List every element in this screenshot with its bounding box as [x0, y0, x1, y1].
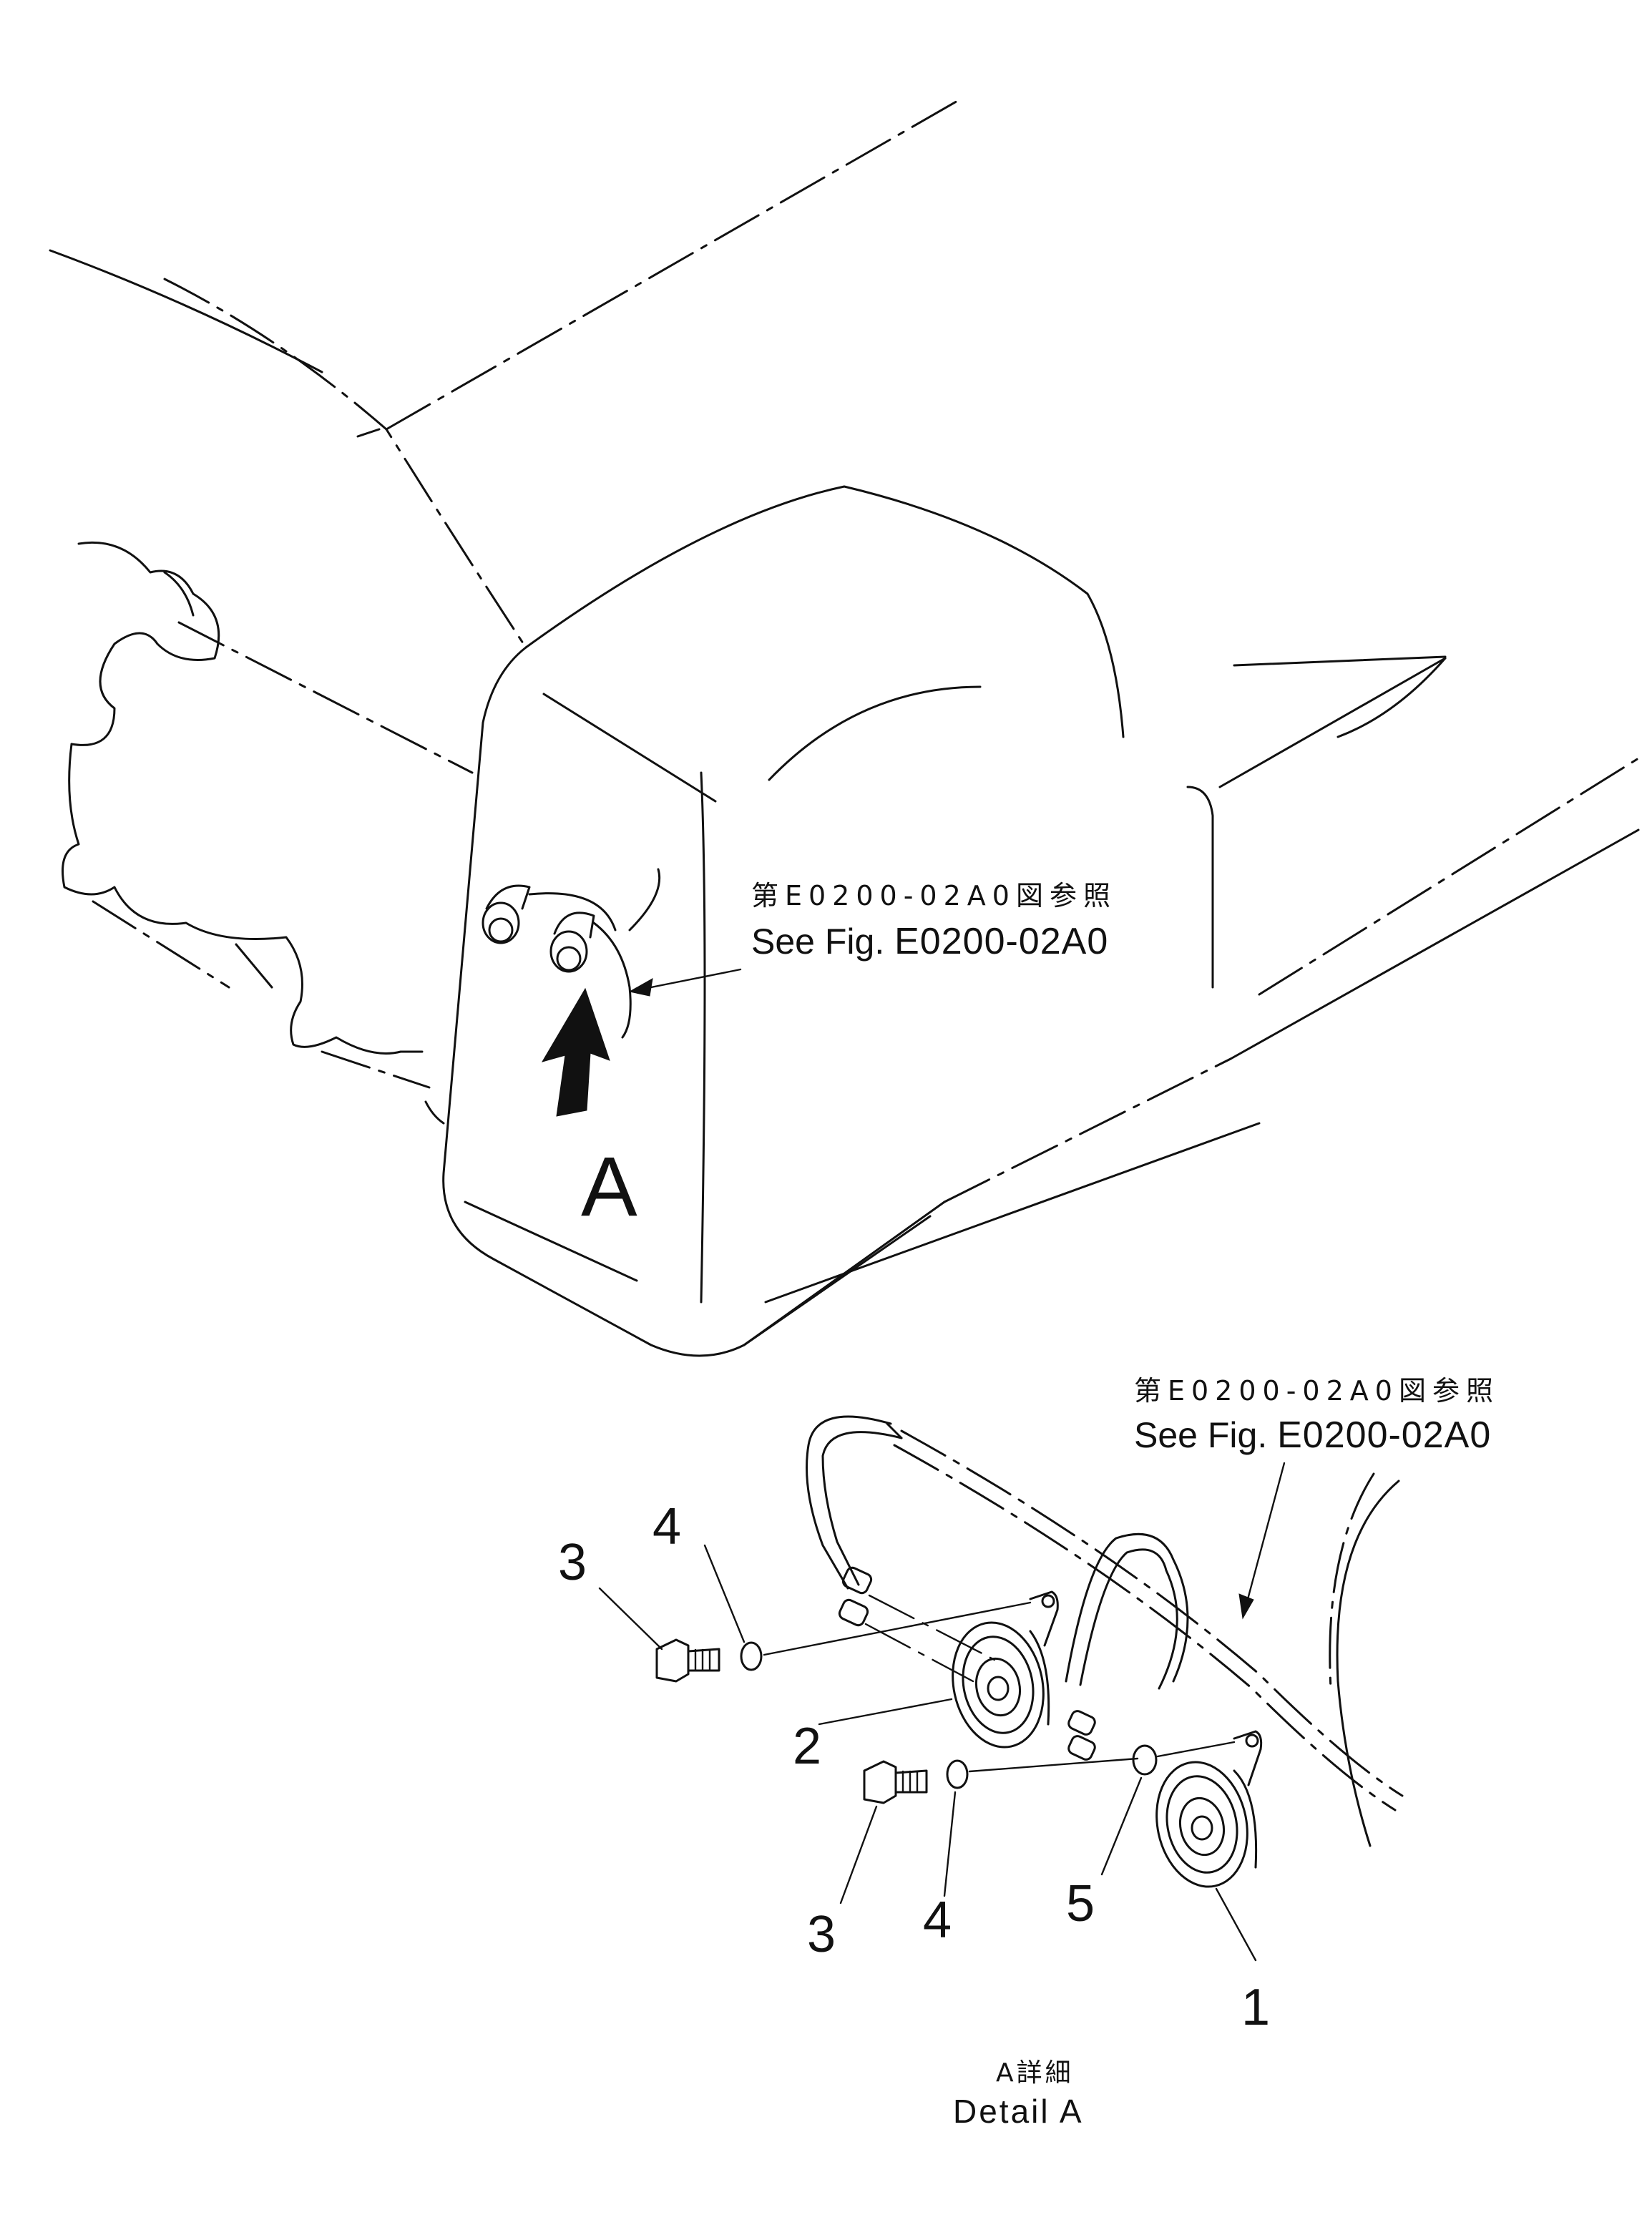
overview-reference-code: E0200-02A0 [894, 921, 1109, 962]
washer-4-lower [946, 1759, 969, 1789]
machine-overview [49, 99, 1640, 1357]
callout-5: 5 [1066, 1875, 1095, 1932]
horn-1 [1155, 1730, 1263, 1888]
bolt-3-lower [863, 1760, 928, 1804]
detail-caption-jp: A詳細 [996, 2058, 1074, 2088]
detail-reference-code: E0200-02A0 [1277, 1414, 1492, 1456]
overview-reference-jp: 第E0200-02A0図参照 [751, 880, 1117, 911]
detail-reference-prefix: See Fig. [1134, 1415, 1268, 1455]
callout-3-lower: 3 [807, 1906, 836, 1963]
view-marker-a: A [581, 1140, 637, 1234]
detail-caption-en: Detail A [953, 2093, 1084, 2130]
horn-2 [952, 1590, 1059, 1749]
washer-4-upper [740, 1641, 763, 1671]
view-arrow-a [541, 987, 610, 1117]
callout-2: 2 [793, 1718, 822, 1775]
detail-a-drawing [598, 1415, 1404, 1962]
callout-3-upper: 3 [558, 1534, 587, 1591]
callout-4-upper: 4 [653, 1498, 682, 1555]
overview-reference-prefix: See Fig. [751, 921, 885, 962]
detail-reference-jp: 第E0200-02A0図参照 [1134, 1375, 1500, 1407]
detail-reference-en: See Fig. E0200-02A0 [1134, 1417, 1491, 1454]
horn-overview-sketch [482, 868, 661, 1039]
overview-reference-en: See Fig. E0200-02A0 [751, 923, 1108, 960]
callout-4-lower: 4 [923, 1892, 952, 1949]
callout-1: 1 [1241, 1979, 1271, 2036]
washer-5 [1132, 1744, 1158, 1776]
bolt-3-upper [655, 1638, 720, 1683]
